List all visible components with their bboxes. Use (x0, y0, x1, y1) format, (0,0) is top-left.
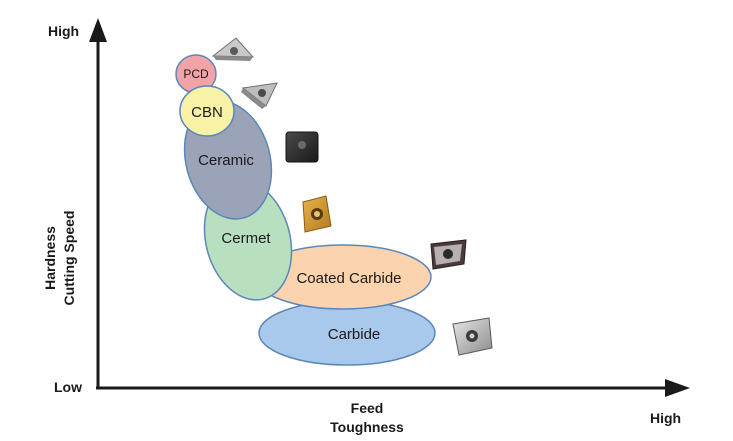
x-axis-arrow (665, 379, 690, 397)
x-high-label: High (650, 410, 681, 426)
coated-carbide-region: Coated Carbide (254, 244, 432, 310)
x-axis-title-2: Toughness (330, 419, 404, 435)
ceramic-label: Ceramic (198, 152, 254, 169)
square-coated-insert-icon (430, 239, 467, 270)
y-axis-title-2: Cutting Speed (61, 211, 77, 306)
y-low-label: Low (54, 379, 82, 395)
rhombic-gold-insert-icon (302, 195, 332, 233)
trigon-insert-icon (241, 82, 278, 109)
coated-carbide-label: Coated Carbide (296, 270, 401, 287)
square-black-insert-icon (285, 131, 319, 163)
cbn-ellipse (179, 85, 235, 137)
cermet-label: Cermet (221, 230, 271, 247)
cbn-label: CBN (191, 104, 223, 121)
rhombic-silver-insert-icon (452, 317, 493, 356)
triangular-insert-icon (211, 37, 255, 61)
y-axis-title-1: Hardness (42, 226, 58, 290)
carbide-region: Carbide (258, 300, 436, 366)
x-axis-title-1: Feed (351, 400, 384, 416)
y-high-label: High (48, 23, 79, 39)
carbide-label: Carbide (328, 326, 381, 343)
pcd-label: PCD (183, 67, 209, 81)
y-axis-arrow (89, 18, 107, 42)
cbn-region: CBN (179, 85, 235, 137)
